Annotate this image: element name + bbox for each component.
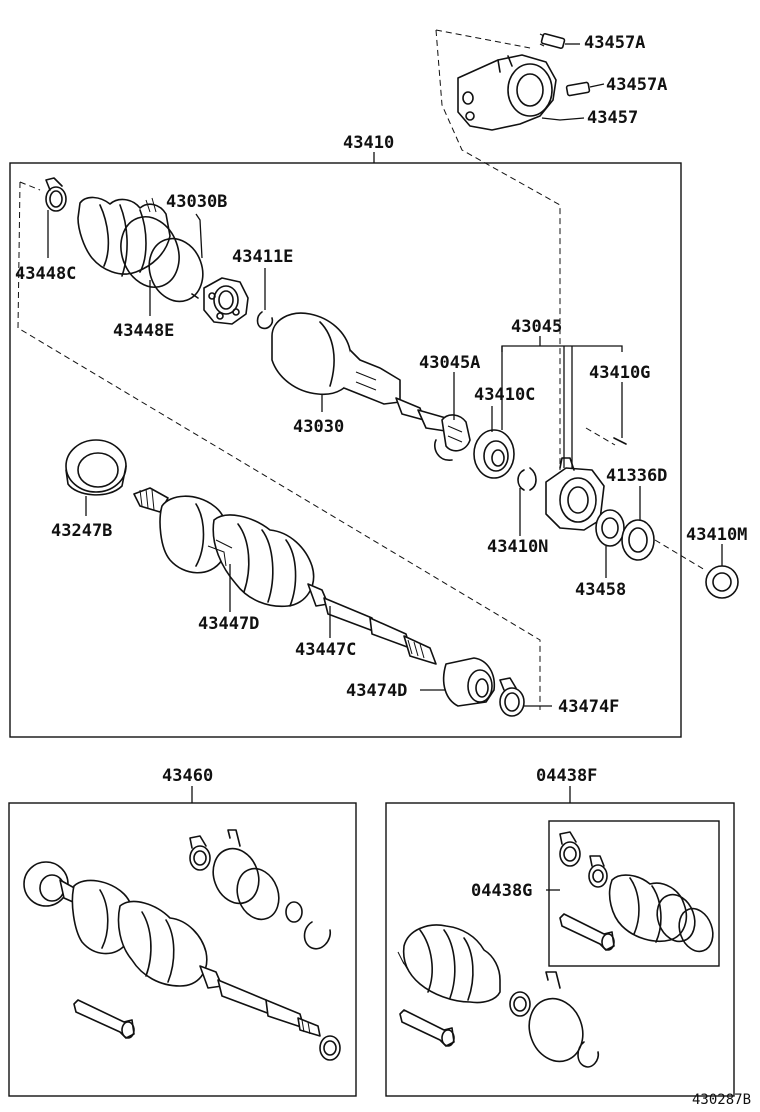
label-43410g: 43410G — [589, 363, 650, 383]
boot-kit-inner-frame — [548, 820, 720, 967]
pin-43410g-drawing — [613, 437, 627, 445]
outer-boot-kit-drawing — [559, 831, 714, 953]
inboard-joint-shaft-drawing — [133, 487, 437, 665]
bearing-bracket-drawing — [457, 54, 557, 131]
label-group-04438f: 04438F — [536, 766, 597, 786]
boot-kit-frame — [385, 802, 735, 1097]
seal-43458-drawing — [595, 509, 625, 547]
label-43045a: 43045A — [419, 353, 480, 373]
bracket-bolt-drawing — [539, 32, 591, 97]
outboard-joint-drawing — [271, 312, 401, 405]
label-43410c: 43410C — [474, 385, 535, 405]
label-43045: 43045 — [511, 317, 562, 337]
label-43410n: 43410N — [487, 537, 548, 557]
outer-boot-clamp-drawing — [45, 177, 67, 212]
shaft-set-clamps-drawing — [189, 829, 341, 1061]
bearing-43410m-drawing — [705, 565, 739, 599]
diagram-reference-code: 430287B — [692, 1092, 751, 1108]
dynamic-damper-drawing — [442, 657, 496, 707]
label-43474d: 43474D — [346, 681, 407, 701]
label-43247b: 43247B — [51, 521, 112, 541]
label-43030b: 43030B — [166, 192, 227, 212]
label-43457: 43457 — [587, 108, 638, 128]
label-43411e: 43411E — [232, 247, 293, 267]
label-43474f: 43474F — [558, 697, 619, 717]
label-43030: 43030 — [293, 417, 344, 437]
seal-41336d-drawing — [621, 519, 655, 561]
shaft-set-frame — [8, 802, 357, 1097]
damper-clamp-drawing — [499, 677, 525, 717]
dust-deflector-drawing — [434, 414, 471, 461]
label-43448e: 43448E — [113, 321, 174, 341]
boot-kit-grease-tube-drawing — [399, 1009, 455, 1047]
shaft-set-drawing — [23, 861, 321, 1037]
oil-seal-43247b-drawing — [65, 439, 127, 496]
cv-joint-cage-drawing — [203, 277, 249, 325]
label-43457a-upper: 43457A — [584, 33, 645, 53]
label-43457a-lower: 43457A — [606, 75, 667, 95]
label-43448c: 43448C — [15, 264, 76, 284]
snap-ring-43410n-drawing — [517, 467, 537, 491]
boot-clamp-large-drawing — [120, 216, 204, 303]
snap-ring-small-drawing — [256, 311, 274, 330]
label-04438g: 04438G — [471, 881, 532, 901]
inner-boot-drawing — [397, 924, 501, 1004]
label-group-43460: 43460 — [162, 766, 213, 786]
main-assembly-frame — [9, 162, 682, 738]
label-43447d: 43447D — [198, 614, 259, 634]
label-41336d: 41336D — [606, 466, 667, 486]
label-43410m: 43410M — [686, 525, 747, 545]
bearing-43410c-drawing — [473, 429, 515, 479]
label-43447c: 43447C — [295, 640, 356, 660]
label-43458: 43458 — [575, 580, 626, 600]
boot-kit-clamps-drawing — [509, 971, 600, 1068]
bearing-housing-drawing — [545, 457, 605, 531]
grease-tube-drawing — [73, 999, 135, 1039]
label-group-43410: 43410 — [343, 133, 394, 153]
